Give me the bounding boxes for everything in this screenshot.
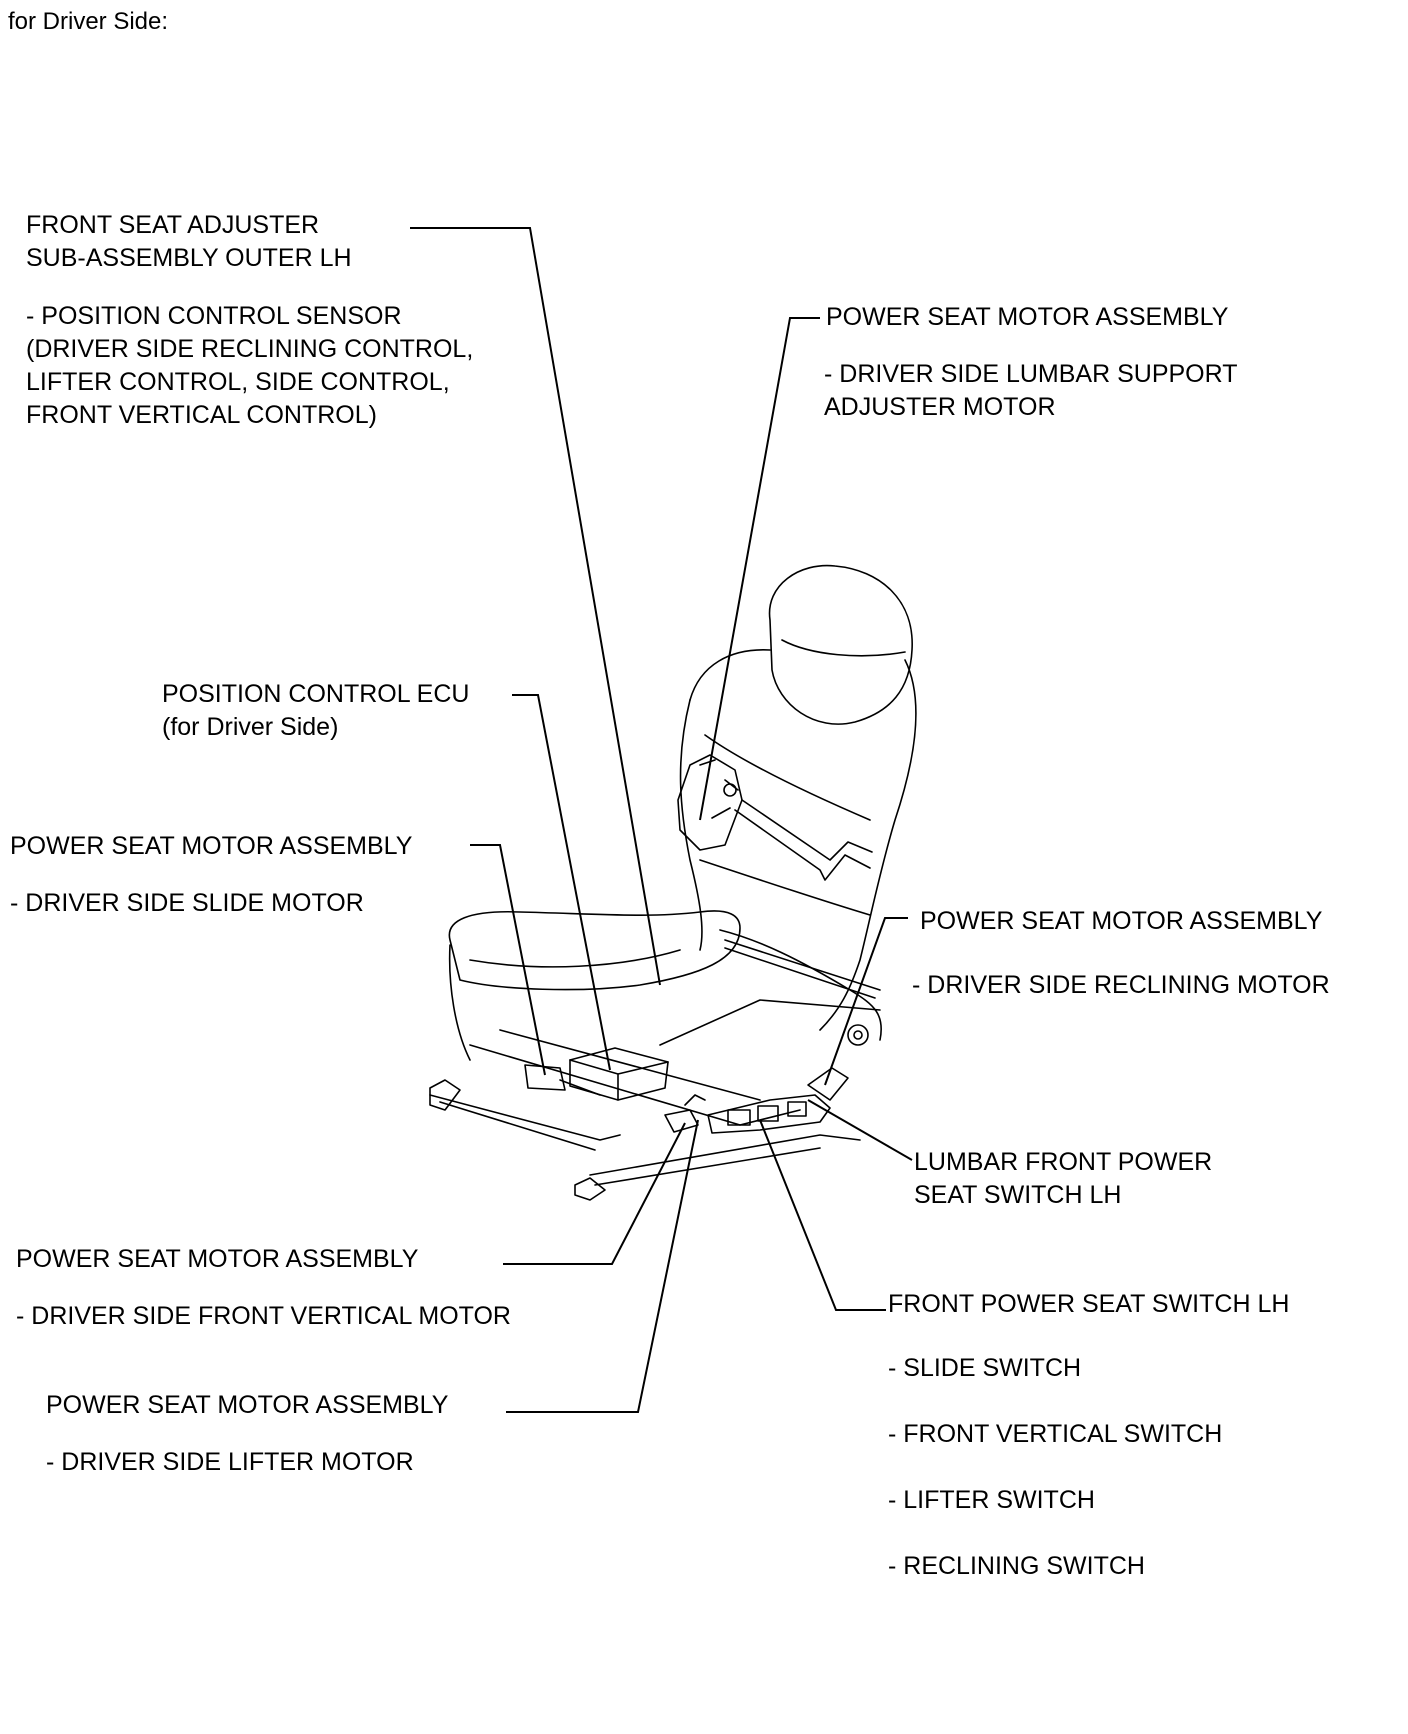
leader-lifter-motor [506, 1119, 699, 1413]
leader-lumbar-switch [807, 1099, 913, 1161]
label-seat-switch: FRONT POWER SEAT SWITCH LH - SLIDE SWITC… [888, 1288, 1289, 1583]
front-vertical-motor-title: POWER SEAT MOTOR ASSEMBLY [16, 1245, 419, 1273]
seatback-panel [704, 734, 871, 821]
lumbar-motor-detail-2: ADJUSTER MOTOR [824, 393, 1056, 421]
slide-motor-title: POWER SEAT MOTOR ASSEMBLY [10, 832, 413, 860]
lumbar-motor-title: POWER SEAT MOTOR ASSEMBLY [826, 303, 1229, 331]
switch-knob-b [757, 1105, 779, 1122]
leader-seat-switch [759, 1119, 886, 1311]
label-ecu: POSITION CONTROL ECU (for Driver Side) [162, 678, 469, 744]
headrest-outline [768, 564, 913, 725]
lumbar-motor-detail-1: - DRIVER SIDE LUMBAR SUPPORT [824, 360, 1238, 388]
label-lumbar-motor: POWER SEAT MOTOR ASSEMBLY - DRIVER SIDE … [824, 301, 1238, 424]
frame-torsion-bar [724, 939, 881, 999]
label-reclining-motor: POWER SEAT MOTOR ASSEMBLY - DRIVER SIDE … [912, 905, 1330, 1002]
lumbar-motor-body [677, 754, 743, 851]
seat-adjuster-title-2: SUB-ASSEMBLY OUTER LH [26, 244, 352, 272]
cushion-top-seam [469, 949, 681, 968]
recliner-hinge [847, 1024, 869, 1046]
seat-adjuster-detail-2: (DRIVER SIDE RECLINING CONTROL, [26, 335, 474, 363]
seat-adjuster-detail-1: - POSITION CONTROL SENSOR [26, 302, 402, 330]
leader-reclining-motor [824, 917, 908, 1086]
front-vertical-motor [664, 1109, 699, 1133]
seatback-front-edge [679, 699, 703, 951]
frame-crossbar [659, 999, 881, 1046]
seatback-panel-lower [699, 859, 871, 916]
ecu-top-line [569, 1059, 669, 1101]
front-vertical-motor-detail: - DRIVER SIDE FRONT VERTICAL MOTOR [16, 1302, 511, 1330]
seat-switch-detail-2: - FRONT VERTICAL SWITCH [888, 1420, 1223, 1448]
lumbar-cable-b [741, 799, 873, 861]
leader-slide-motor [470, 844, 546, 1076]
seatback-outline [689, 649, 917, 1031]
slide-motor-body [524, 1064, 566, 1091]
leader-lumbar-motor [699, 317, 820, 821]
reclining-motor-detail: - DRIVER SIDE RECLINING MOTOR [912, 971, 1330, 999]
cushion-front [448, 944, 471, 1061]
page-heading: for Driver Side: [8, 8, 169, 35]
label-front-vertical-motor: POWER SEAT MOTOR ASSEMBLY - DRIVER SIDE … [16, 1243, 511, 1333]
seat-track-right [589, 1134, 861, 1186]
seat-track-left [429, 1094, 621, 1151]
ecu-title: POSITION CONTROL ECU [162, 680, 470, 708]
recliner-hinge-pin [853, 1030, 863, 1040]
switch-knob-a [727, 1109, 751, 1126]
seat-switch-title: FRONT POWER SEAT SWITCH LH [888, 1290, 1290, 1318]
cushion-side-bolster [719, 929, 882, 1041]
seat-adjuster-detail-4: FRONT VERTICAL CONTROL) [26, 401, 377, 429]
seat-adjuster-detail-3: LIFTER CONTROL, SIDE CONTROL, [26, 368, 450, 396]
switch-knob-c [787, 1101, 807, 1117]
cushion-outline [448, 910, 741, 991]
seat-switch-detail-3: - LIFTER SWITCH [888, 1486, 1095, 1514]
slide-motor-detail: - DRIVER SIDE SLIDE MOTOR [10, 889, 364, 917]
lifter-motor-detail: - DRIVER SIDE LIFTER MOTOR [46, 1448, 414, 1476]
ecu-body [569, 1047, 669, 1101]
track-foot-left [429, 1079, 461, 1111]
headrest-inner-line [781, 639, 906, 657]
lifter-linkage [684, 1094, 706, 1106]
leader-ecu [512, 694, 611, 1071]
seat-adjuster-title-1: FRONT SEAT ADJUSTER [26, 211, 320, 239]
leader-front-vertical-motor [503, 1122, 686, 1265]
frame-rail-right [499, 1029, 761, 1101]
lumbar-motor-boss [723, 783, 737, 797]
seat-switch-detail-4: - RECLINING SWITCH [888, 1552, 1145, 1580]
track-foot-right [574, 1177, 606, 1201]
seat-switch-detail-1: - SLIDE SWITCH [888, 1354, 1082, 1382]
reclining-motor-title: POWER SEAT MOTOR ASSEMBLY [920, 907, 1323, 935]
leader-seat-adjuster [410, 227, 661, 986]
label-lumbar-switch: LUMBAR FRONT POWER SEAT SWITCH LH [914, 1146, 1212, 1212]
lumbar-switch-title-1: LUMBAR FRONT POWER [914, 1148, 1213, 1176]
reclining-motor [807, 1067, 849, 1101]
lumbar-switch-title-2: SEAT SWITCH LH [914, 1181, 1122, 1209]
lifter-motor-title: POWER SEAT MOTOR ASSEMBLY [46, 1391, 449, 1419]
label-slide-motor: POWER SEAT MOTOR ASSEMBLY - DRIVER SIDE … [10, 830, 412, 920]
label-lifter-motor: POWER SEAT MOTOR ASSEMBLY - DRIVER SIDE … [46, 1389, 448, 1479]
switch-cluster [707, 1094, 831, 1134]
label-seat-adjuster: FRONT SEAT ADJUSTER SUB-ASSEMBLY OUTER L… [26, 209, 473, 432]
lumbar-cable [734, 809, 871, 881]
ecu-subtitle: (for Driver Side) [162, 713, 339, 741]
